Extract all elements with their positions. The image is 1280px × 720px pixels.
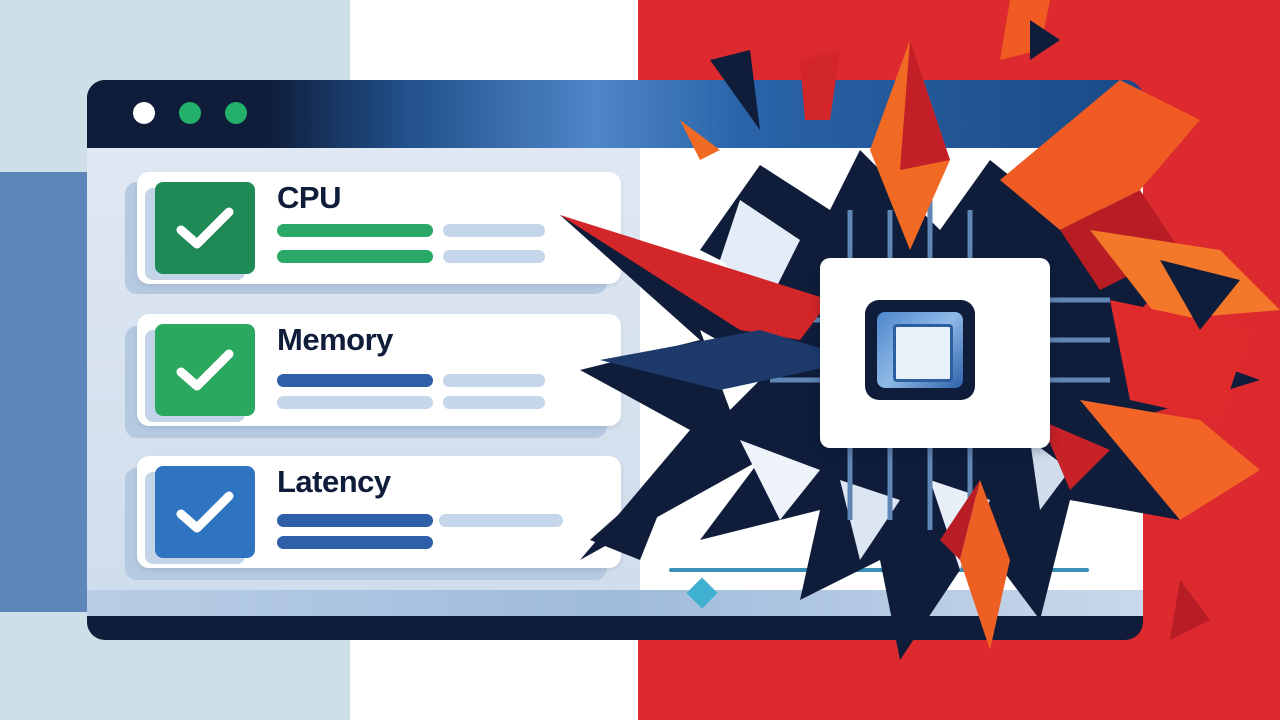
chip-window <box>893 324 953 382</box>
latency-bar-primary-2 <box>277 536 433 549</box>
metric-card-memory[interactable]: Memory <box>137 314 621 426</box>
window-content-footer <box>87 590 1143 616</box>
check-icon <box>155 466 255 558</box>
progress-line <box>669 568 1089 572</box>
shard-red <box>1110 300 1250 420</box>
metric-label-memory: Memory <box>277 322 393 357</box>
shard-orange <box>960 480 1010 650</box>
memory-bar-muted-1 <box>443 374 545 387</box>
latency-bar-primary-1 <box>277 514 433 527</box>
shard-orange <box>680 120 720 160</box>
shard-navy <box>1030 20 1060 60</box>
cpu-bar-muted-1 <box>443 224 545 237</box>
memory-bar-muted-2 <box>277 396 433 409</box>
cpu-bar-primary-1 <box>277 224 433 237</box>
processor-chip-icon <box>820 258 1050 448</box>
shard-red <box>940 480 980 560</box>
shard-red <box>1170 580 1210 640</box>
memory-bar-primary-1 <box>277 374 433 387</box>
cpu-bar-primary-2 <box>277 250 433 263</box>
window-titlebar <box>87 80 1143 148</box>
shard-navy <box>710 50 760 130</box>
burst-shard <box>1030 440 1070 510</box>
shard-navy <box>590 460 680 560</box>
shard-red <box>600 330 860 390</box>
metric-label-latency: Latency <box>277 464 391 499</box>
shard-red <box>900 40 950 170</box>
window-dot-1[interactable] <box>133 102 155 124</box>
window-dot-2[interactable] <box>179 102 201 124</box>
burst-shard <box>840 480 900 560</box>
metric-card-cpu[interactable]: CPU <box>137 172 621 284</box>
cpu-bar-muted-2 <box>443 250 545 263</box>
shard-navy <box>1160 260 1240 330</box>
metric-label-cpu: CPU <box>277 180 341 215</box>
shard-red <box>800 50 840 120</box>
chip-core <box>865 300 975 400</box>
shard-orange <box>1080 400 1260 520</box>
metric-card-latency[interactable]: Latency <box>137 456 621 568</box>
window-dot-3[interactable] <box>225 102 247 124</box>
shard-red <box>1040 420 1110 490</box>
chip-inner <box>877 312 963 388</box>
shard-orange <box>1000 80 1200 230</box>
memory-bar-muted-3 <box>443 396 545 409</box>
check-icon <box>155 182 255 274</box>
latency-bar-muted-1 <box>439 514 563 527</box>
check-icon <box>155 324 255 416</box>
shard-red <box>560 215 830 340</box>
burst-shard <box>740 440 820 520</box>
